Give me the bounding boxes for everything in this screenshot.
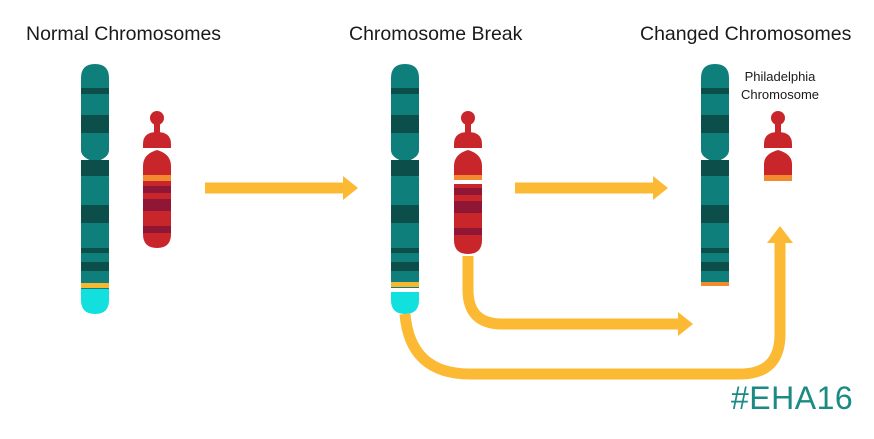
arrow-normal-to-break [205,176,358,200]
normal-chromosome-9 [81,64,109,314]
break-chromosome-9 [391,64,419,314]
heading-changed-chromosomes: Changed Chromosomes [640,23,852,45]
arrow-red-fragment-move [462,256,693,336]
philadelphia-label-line2: Chromosome [740,87,820,102]
arrow-break-to-changed [515,176,668,200]
philadelphia-label-line1: Philadelphia [744,69,816,84]
hashtag-eha16: #EHA16 [731,380,854,416]
arrow-teal-fragment-move [399,226,793,380]
philadelphia-chromosome [764,111,792,181]
heading-chromosome-break: Chromosome Break [349,23,523,45]
heading-normal-chromosomes: Normal Chromosomes [26,23,222,45]
philadelphia-chromosome-label: Philadelphia Chromosome [734,68,826,104]
normal-chromosome-22 [143,111,171,248]
changed-chromosome-9 [701,64,729,286]
break-chromosome-22 [454,111,482,254]
